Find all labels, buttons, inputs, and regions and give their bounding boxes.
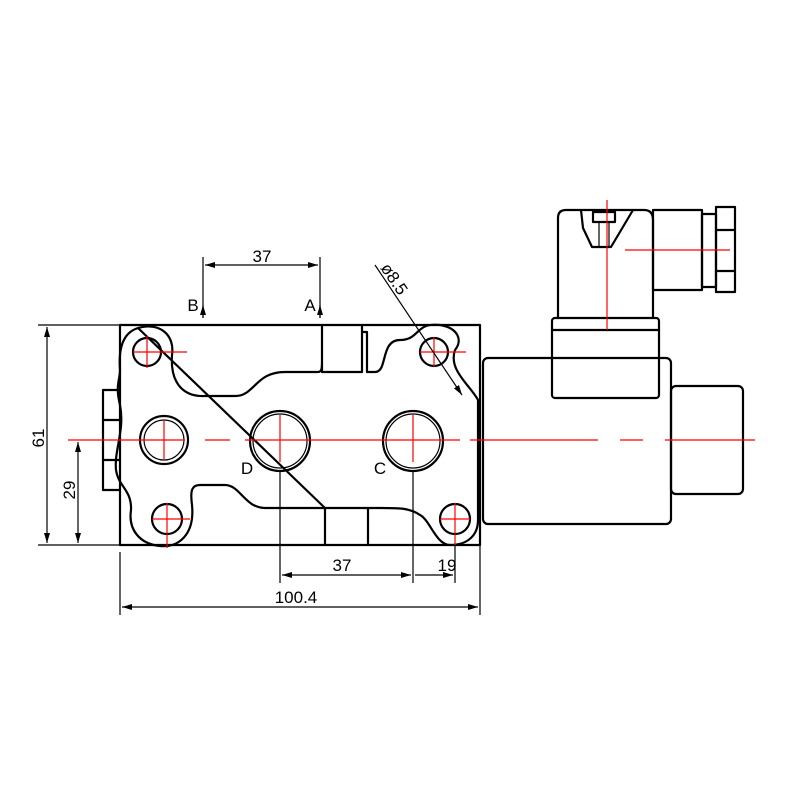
dimensions [38, 257, 481, 615]
dim-19: 19 [438, 556, 457, 575]
connector-screw [591, 210, 617, 224]
mounting-plate-outline [114, 323, 480, 548]
dim-height-29: 29 [60, 481, 79, 500]
solenoid-coil [481, 356, 673, 526]
dim-hole-diameter: ø8.5 [377, 260, 412, 299]
dim-top-37: 37 [253, 247, 272, 266]
port-b-label: B [187, 296, 198, 315]
port-a-label: A [304, 296, 316, 315]
connector-body [556, 208, 655, 318]
dim-height-61: 61 [29, 429, 48, 448]
holes [131, 336, 472, 536]
body-housing [118, 323, 482, 547]
labels: 37 B A ø8.5 61 29 D C 37 19 100.4 [29, 247, 456, 607]
port-c-label: C [374, 459, 386, 478]
connector-base [550, 316, 661, 400]
solenoid [481, 205, 745, 526]
valve-body [101, 323, 482, 548]
dim-length-100-4: 100.4 [275, 588, 318, 607]
port-d-label: D [241, 459, 253, 478]
centerlines [68, 200, 755, 548]
diameter-leader [374, 264, 463, 396]
dim-bottom-37: 37 [333, 556, 352, 575]
